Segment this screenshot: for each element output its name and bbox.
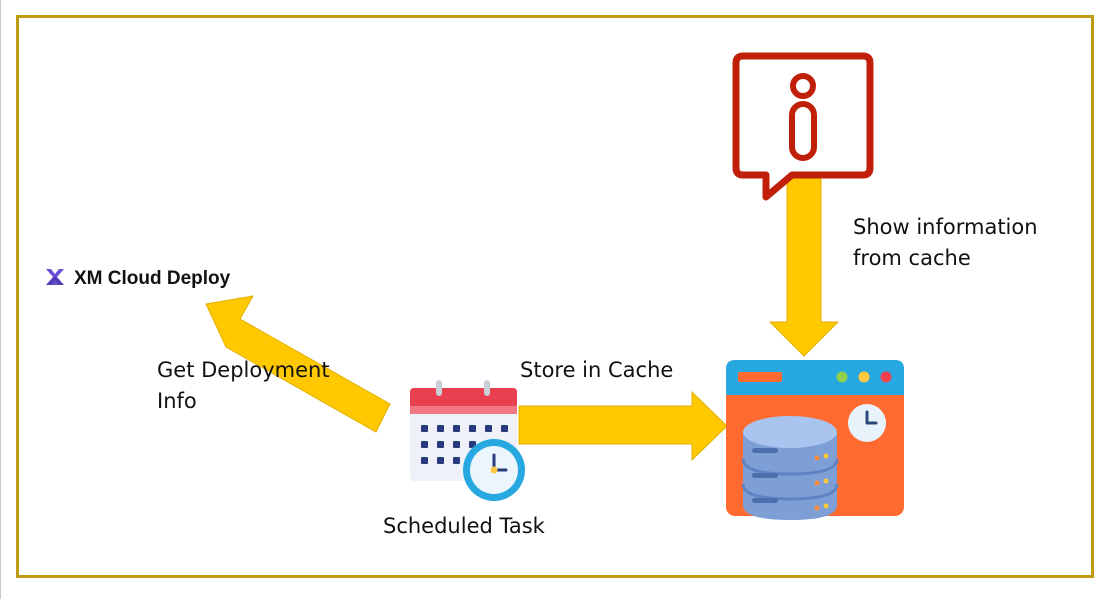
edge-label-get-deployment-info: Get Deployment Info [157,355,330,417]
window-edge [0,0,1,599]
info-speech-bubble-icon [732,52,874,201]
edge-label-line: Info [157,389,197,413]
edge-label-line: Show information [853,215,1038,239]
diagram-frame [16,15,1094,578]
edge-label-store-in-cache: Store in Cache [520,358,674,382]
arrow-store-in-cache [518,390,728,462]
brand-name: XM Cloud Deploy [74,268,231,289]
xm-cloud-logo-icon [44,266,66,292]
arrow-show-information [768,169,840,357]
node-label-scheduled-task: Scheduled Task [383,514,545,538]
edge-label-line: from cache [853,246,971,270]
arrow-get-deployment-info [205,295,391,433]
xm-cloud-deploy-brand: XM Cloud Deploy [44,264,230,294]
edge-label-line: Get Deployment [157,358,330,382]
edge-label-show-information: Show information from cache [853,212,1038,274]
database-cache-icon [726,360,904,520]
calendar-clock-icon [410,380,525,501]
